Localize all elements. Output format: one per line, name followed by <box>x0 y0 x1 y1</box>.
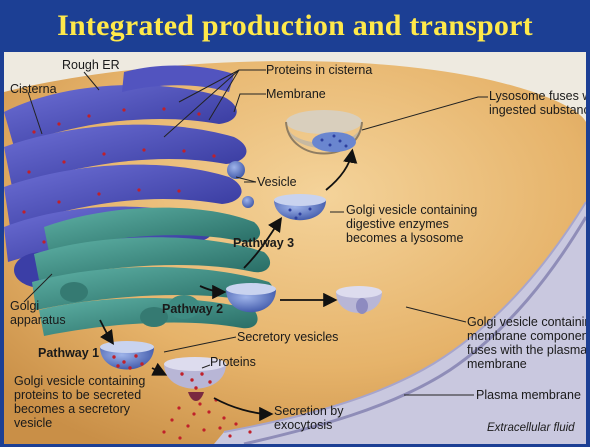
cell-diagram: Rough ER Proteins in cisterna Cisterna M… <box>4 52 586 444</box>
label-vesicle: Vesicle <box>257 175 297 189</box>
label-extracellular-fluid: Extracellular fluid <box>487 421 575 435</box>
label-golgi-vesicle-membrane: Golgi vesicle containing membrane compon… <box>467 315 586 371</box>
label-pathway-1: Pathway 1 <box>38 346 99 360</box>
transport-vesicle <box>227 161 245 179</box>
label-lysosome-fuses: Lysosome fuses with ingested substances <box>489 89 586 117</box>
label-pathway-2: Pathway 2 <box>162 302 223 316</box>
label-golgi-apparatus: Golgi apparatus <box>10 299 66 327</box>
transport-vesicle <box>242 196 254 208</box>
label-secretion-by-exocytosis: Secretion by exocytosis <box>274 404 343 432</box>
slide-title: Integrated production and transport <box>0 0 590 52</box>
label-proteins: Proteins <box>210 355 256 369</box>
label-cisterna: Cisterna <box>10 82 57 96</box>
label-golgi-vesicle-secreted: Golgi vesicle containing proteins to be … <box>14 374 145 430</box>
label-proteins-in-cisterna: Proteins in cisterna <box>266 63 372 77</box>
label-secretory-vesicles: Secretory vesicles <box>237 330 338 344</box>
label-rough-er: Rough ER <box>62 58 120 72</box>
label-membrane: Membrane <box>266 87 326 101</box>
label-golgi-vesicle-digestive: Golgi vesicle containing digestive enzym… <box>346 203 477 245</box>
label-plasma-membrane: Plasma membrane <box>476 388 581 402</box>
label-pathway-3: Pathway 3 <box>233 236 294 250</box>
